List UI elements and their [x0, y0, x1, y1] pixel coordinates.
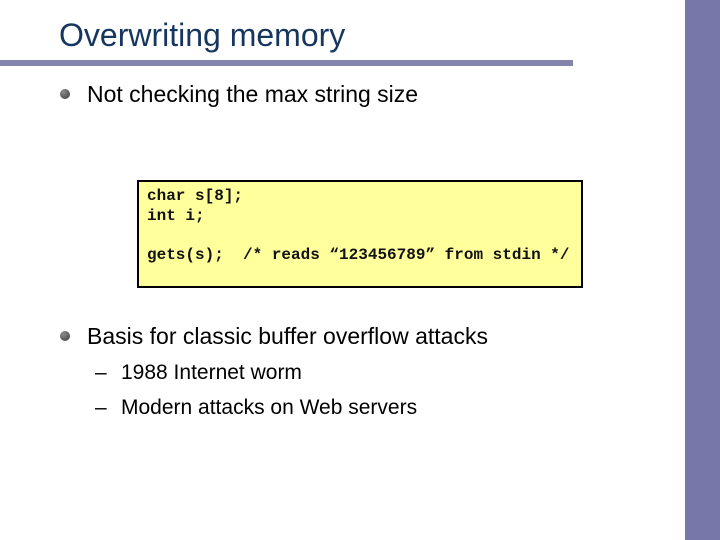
sub-bullet-item: – Modern attacks on Web servers — [95, 396, 417, 420]
bullet-dot-icon — [60, 331, 70, 341]
sub-bullet-label: 1988 Internet worm — [121, 361, 302, 384]
bullet-label: Basis for classic buffer overflow attack… — [87, 323, 488, 349]
bullet-dot-icon — [60, 89, 70, 99]
code-text: char s[8]; int i; gets(s); /* reads “123… — [147, 187, 570, 264]
dash-bullet-icon: – — [95, 361, 107, 384]
right-edge-bar — [685, 0, 720, 540]
slide-title: Overwriting memory — [59, 17, 346, 53]
bullet-item: Basis for classic buffer overflow attack… — [60, 323, 488, 349]
sub-bullet-label: Modern attacks on Web servers — [121, 396, 418, 419]
code-box: char s[8]; int i; gets(s); /* reads “123… — [137, 180, 583, 288]
dash-bullet-icon: – — [95, 396, 107, 419]
bullet-item: Not checking the max string size — [60, 81, 418, 107]
title-underline-rule — [0, 60, 573, 66]
sub-bullet-item: – 1988 Internet worm — [95, 361, 302, 385]
bullet-label: Not checking the max string size — [87, 81, 419, 107]
